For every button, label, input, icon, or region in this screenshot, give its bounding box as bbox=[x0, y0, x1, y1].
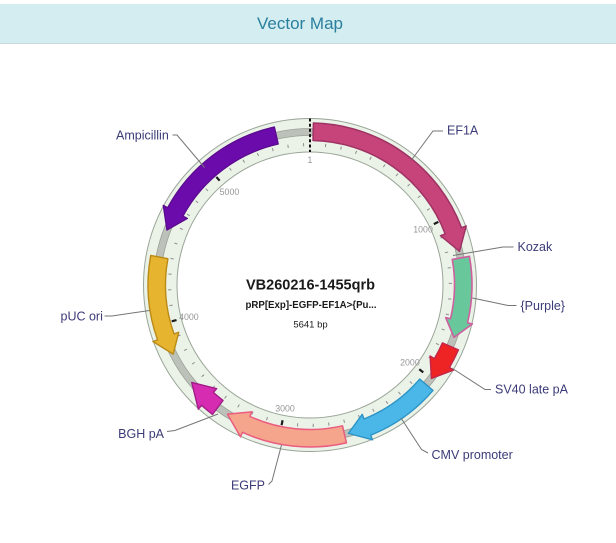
svg-text:CMV promoter: CMV promoter bbox=[432, 448, 513, 462]
svg-text:Kozak: Kozak bbox=[518, 240, 553, 254]
svg-text:SV40 late pA: SV40 late pA bbox=[495, 382, 569, 396]
svg-text:5000: 5000 bbox=[220, 187, 240, 197]
svg-text:3000: 3000 bbox=[275, 404, 295, 414]
svg-text:4000: 4000 bbox=[179, 312, 199, 322]
svg-text:5641 bp: 5641 bp bbox=[293, 320, 327, 331]
svg-text:EGFP: EGFP bbox=[231, 478, 265, 492]
svg-text:EF1A: EF1A bbox=[447, 123, 479, 137]
svg-text:VB260216-1455qrb: VB260216-1455qrb bbox=[246, 278, 375, 294]
svg-text:{Purple}: {Purple} bbox=[521, 299, 565, 313]
svg-text:1000: 1000 bbox=[413, 225, 433, 235]
svg-text:BGH pA: BGH pA bbox=[118, 427, 165, 441]
svg-text:Ampicillin: Ampicillin bbox=[116, 128, 169, 142]
svg-text:1: 1 bbox=[308, 155, 313, 165]
svg-text:2000: 2000 bbox=[400, 357, 420, 367]
svg-text:pRP[Exp]-EGFP-EF1A>{Pu...: pRP[Exp]-EGFP-EF1A>{Pu... bbox=[245, 300, 376, 311]
svg-text:pUC ori: pUC ori bbox=[61, 309, 103, 323]
